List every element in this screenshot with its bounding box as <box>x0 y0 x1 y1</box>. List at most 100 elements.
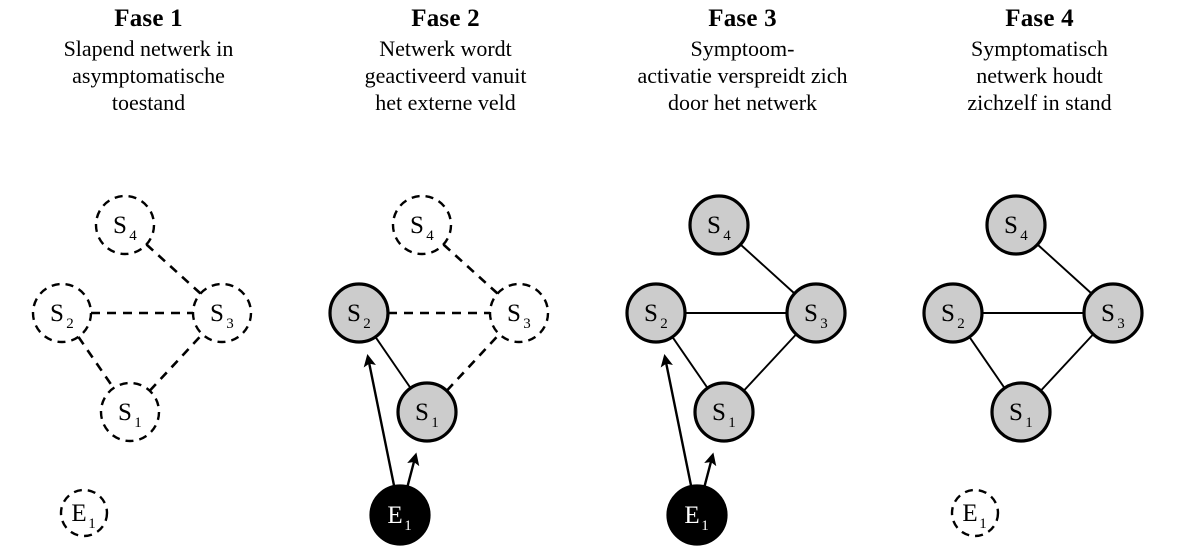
phase-subtitle-line: netwerk houdt <box>976 63 1103 88</box>
node-circle <box>688 194 750 256</box>
node-subscript: 1 <box>701 518 709 534</box>
node-circle <box>990 381 1052 443</box>
node-label: S <box>507 300 521 327</box>
node-subscript: 1 <box>728 415 736 431</box>
edge-s1-s3 <box>743 333 797 392</box>
node-label: S <box>707 212 721 239</box>
node-label: S <box>415 399 429 426</box>
node-subscript: 4 <box>426 228 434 244</box>
edge-s4-s3 <box>442 243 499 295</box>
node-label: E <box>387 502 402 529</box>
node-circle <box>59 488 109 538</box>
node-subscript: 2 <box>660 316 668 332</box>
node-label: S <box>118 399 132 426</box>
edge-s4-s3 <box>145 243 202 295</box>
phase-title: Fase 1 <box>114 5 183 32</box>
node-subscript: 4 <box>1020 228 1028 244</box>
node-label: S <box>712 399 726 426</box>
edge-s2-s1 <box>374 336 412 389</box>
node-label: S <box>347 300 361 327</box>
phase-subtitle-line: Symptoom- <box>690 36 795 61</box>
phase-subtitle-line: asymptomatische <box>72 63 225 88</box>
node-label: S <box>1009 399 1023 426</box>
phase-subtitle-line: Slapend netwerk in <box>63 36 234 61</box>
node-label: E <box>684 502 699 529</box>
edge-s1-s3 <box>1040 333 1094 392</box>
phase-title: Fase 2 <box>411 5 480 32</box>
edge-s2-s1 <box>671 336 709 389</box>
node-subscript: 1 <box>404 518 412 534</box>
node-subscript: 2 <box>66 316 74 332</box>
node-circle <box>369 484 431 546</box>
node-subscript: 3 <box>226 316 234 332</box>
phase-subtitle-line: geactiveerd vanuit <box>364 63 527 88</box>
phase-subtitle-line: toestand <box>111 90 186 115</box>
node-label: S <box>644 300 658 327</box>
node-subscript: 1 <box>1025 415 1033 431</box>
node-circle <box>94 194 156 256</box>
phase-subtitle-line: Symptomatisch <box>971 36 1108 61</box>
node-subscript: 3 <box>1117 316 1125 332</box>
node-label: S <box>1004 212 1018 239</box>
node-circle <box>191 282 253 344</box>
node-label: E <box>962 500 977 527</box>
phase-subtitle-line: zichzelf in stand <box>967 90 1112 115</box>
phase-subtitle-line: door het netwerk <box>667 90 818 115</box>
arrow-e1-s2 <box>660 354 694 491</box>
node-circle <box>1082 282 1144 344</box>
node-label: S <box>210 300 224 327</box>
node-circle <box>985 194 1047 256</box>
phase-title: Fase 4 <box>1005 5 1074 32</box>
node-subscript: 4 <box>723 228 731 244</box>
node-label: S <box>941 300 955 327</box>
node-circle <box>488 282 550 344</box>
node-circle <box>31 282 93 344</box>
phase-subtitle-line: activatie verspreidt zich <box>637 63 848 88</box>
node-circle <box>785 282 847 344</box>
node-subscript: 1 <box>979 516 987 532</box>
node-subscript: 4 <box>129 228 137 244</box>
node-label: S <box>50 300 64 327</box>
arrow-e1-s2 <box>363 354 397 491</box>
edge-s4-s3 <box>739 243 796 295</box>
node-circle <box>666 484 728 546</box>
node-label: S <box>1101 300 1115 327</box>
arrow-e1-s1 <box>702 452 717 492</box>
node-label: S <box>804 300 818 327</box>
node-circle <box>950 488 1000 538</box>
node-label: E <box>71 500 86 527</box>
node-subscript: 3 <box>523 316 531 332</box>
